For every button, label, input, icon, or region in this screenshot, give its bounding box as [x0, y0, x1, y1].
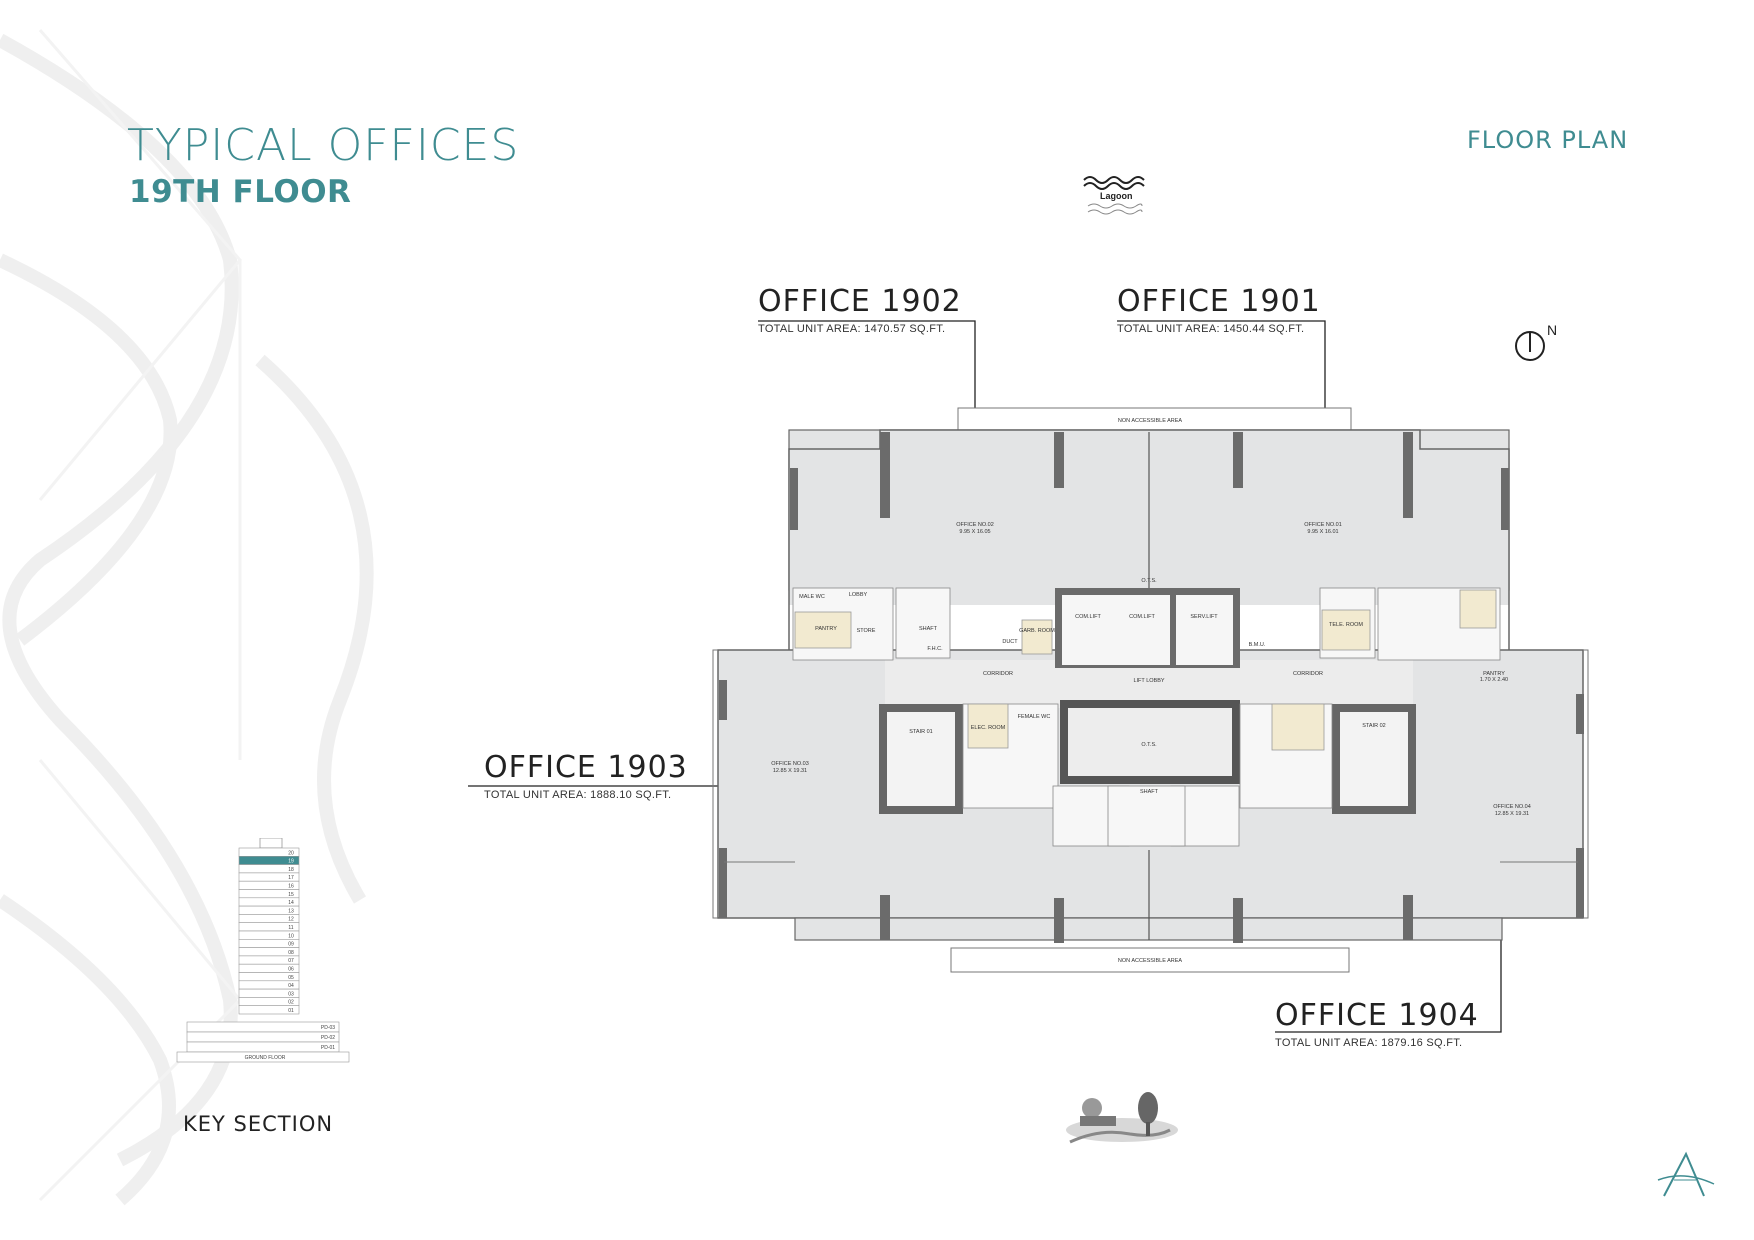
shaft-label: SHAFT [919, 626, 938, 632]
office-name: OFFICE 1902 [758, 284, 962, 319]
office-no-01-label: OFFICE NO.01 [1304, 522, 1342, 528]
key-floor-label: 19 [288, 859, 294, 865]
key-podium-label: PD-02 [321, 1035, 335, 1041]
pantry-label: PANTRY [815, 626, 837, 632]
key-ground-floor [176, 1051, 350, 1063]
garb-room-label: GARB. ROOM [1019, 628, 1055, 634]
office-area: TOTAL UNIT AREA: 1450.44 SQ.FT. [1117, 323, 1305, 335]
key-floor-label: 13 [288, 908, 294, 914]
key-section-title: KEY SECTION [183, 1112, 334, 1136]
compass-icon [1515, 331, 1545, 361]
key-floor-label: 15 [288, 892, 294, 898]
key-floor-label: 05 [288, 975, 294, 981]
key-floor-label: 16 [288, 884, 294, 890]
corridor-right-label: CORRIDOR [1293, 671, 1323, 677]
key-floor-label: 07 [288, 958, 294, 964]
key-podium [186, 1021, 340, 1033]
corridor-left-label: CORRIDOR [983, 671, 1013, 677]
non-accessible-bottom-label: NON ACCESSIBLE AREA [1118, 958, 1183, 964]
office-no-01-dim: 9.95 X 16.01 [1307, 529, 1338, 535]
key-podium-label: PD-03 [321, 1025, 335, 1031]
key-floor-label: 04 [288, 983, 294, 989]
wave-icon [1083, 176, 1145, 215]
office-no-04-dim: 12.85 X 19.31 [1495, 811, 1529, 817]
key-floor-label: 06 [288, 967, 294, 973]
tele-room-label: TELE. ROOM [1329, 622, 1363, 628]
key-floor-label: 14 [288, 900, 294, 906]
lagoon-icon: Lagoon [1080, 172, 1150, 222]
elec-room-label: ELEC. ROOM [971, 725, 1006, 731]
com-lift-1-label: COM.LIFT [1075, 614, 1101, 620]
office-name: OFFICE 1904 [1275, 998, 1479, 1033]
key-floor-label: 10 [288, 933, 294, 939]
key-section: 20 19 18 17 16 15 14 13 12 11 10 09 08 07 06 05 04 03 02 01… [175, 837, 355, 1098]
lobby-label: LOBBY [849, 592, 868, 598]
fhc-label: F.H.C. [927, 646, 943, 652]
office-1904-callout: OFFICE 1904 TOTAL UNIT AREA: 1879.16 SQ.… [1275, 998, 1479, 1049]
ots-center-label: O.T.S. [1141, 742, 1157, 748]
office-no-03-label: OFFICE NO.03 [771, 761, 809, 767]
key-podium [186, 1031, 340, 1043]
key-floor-label: 09 [288, 942, 294, 948]
landscape-icon [1066, 1092, 1178, 1144]
north-compass: N [1514, 322, 1564, 372]
key-floor-label: 17 [288, 875, 294, 881]
com-lift-2-label: COM.LIFT [1129, 614, 1155, 620]
store-label: STORE [857, 628, 876, 634]
non-accessible-top-label: NON ACCESSIBLE AREA [1118, 418, 1183, 424]
office-no-02-dim: 9.95 X 16.05 [959, 529, 990, 535]
key-floor-label: 11 [288, 925, 293, 931]
key-floor-label: 03 [288, 991, 294, 997]
office-1902-callout: OFFICE 1902 TOTAL UNIT AREA: 1470.57 SQ.… [758, 284, 962, 335]
page-title: TYPICAL OFFICES [127, 120, 520, 171]
office-1903-callout: OFFICE 1903 TOTAL UNIT AREA: 1888.10 SQ.… [484, 750, 688, 801]
key-floor-label: 08 [288, 950, 294, 956]
male-wc-label: MALE WC [799, 594, 825, 600]
section-label: FLOOR PLAN [1467, 126, 1629, 154]
stair-02-label: STAIR 02 [1362, 723, 1385, 729]
key-floor-label: 20 [288, 850, 294, 856]
pantry-right-label: PANTRY [1483, 671, 1505, 677]
office-name: OFFICE 1901 [1117, 284, 1321, 319]
compass-north-label: N [1547, 322, 1558, 338]
ots-top-label: O.T.S. [1141, 578, 1157, 584]
office-area: TOTAL UNIT AREA: 1888.10 SQ.FT. [484, 789, 672, 801]
serv-lift-label: SERV.LIFT [1190, 614, 1218, 620]
female-wc-label: FEMALE WC [1018, 714, 1051, 720]
key-section-diagram: 20 19 18 17 16 15 14 13 12 11 10 09 08 07 06 05 04 03 02 01… [176, 837, 350, 1063]
key-floor-label: 18 [288, 867, 294, 873]
key-ground-floor-label: GROUND FLOOR [245, 1055, 286, 1061]
key-floor-01 [238, 1005, 300, 1015]
office-name: OFFICE 1903 [484, 750, 688, 785]
key-floor-label: 12 [288, 917, 294, 923]
office-area: TOTAL UNIT AREA: 1470.57 SQ.FT. [758, 323, 946, 335]
office-1901-callout: OFFICE 1901 TOTAL UNIT AREA: 1450.44 SQ.… [1117, 284, 1321, 335]
shaft-center-label: SHAFT [1140, 789, 1159, 795]
key-podium-label: PD-01 [321, 1045, 335, 1051]
duct-label: DUCT [1002, 639, 1018, 645]
key-floor-label: 02 [288, 1000, 294, 1006]
bmu-label: B.M.U. [1249, 642, 1266, 648]
stair-01-label: STAIR 01 [909, 729, 932, 735]
office-no-03-dim: 12.85 X 19.31 [773, 768, 807, 774]
page-subtitle: 19TH FLOOR [129, 174, 352, 210]
office-no-02-label: OFFICE NO.02 [956, 522, 994, 528]
pantry-right-dim: 1.70 X 2.40 [1480, 677, 1508, 683]
key-floor-label: 01 [288, 1008, 294, 1014]
office-area: TOTAL UNIT AREA: 1879.16 SQ.FT. [1275, 1037, 1463, 1049]
office-no-04-label: OFFICE NO.04 [1493, 804, 1531, 810]
lagoon-label: Lagoon [1100, 191, 1133, 201]
lift-lobby-label: LIFT LOBBY [1133, 678, 1164, 684]
background-watermark [0, 29, 374, 1206]
brand-logo-icon [1657, 1151, 1715, 1197]
key-podium [186, 1041, 340, 1053]
